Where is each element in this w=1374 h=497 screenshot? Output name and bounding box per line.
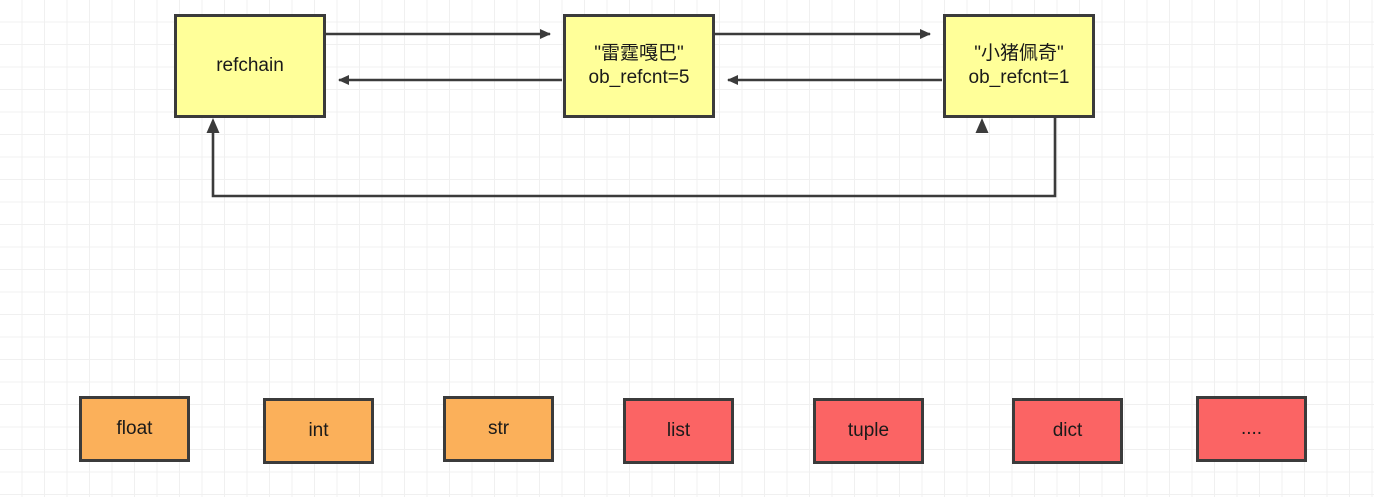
node-type-int-label: int [308,419,329,441]
node-type-int[interactable]: int [263,398,374,464]
node-xiaozhu-peiqi-refcnt: ob_refcnt=1 [968,67,1070,88]
node-xiaozhu-peiqi-value: "小猪佩奇" [974,42,1064,64]
node-refchain-label-line-1: refchain [216,54,284,76]
arrowhead-into-peiqi-bottom [975,118,989,133]
node-type-str-label: str [487,417,510,439]
node-type-float[interactable]: float [79,396,190,462]
node-xiaozhu-peiqi[interactable]: "小猪佩奇" ob_refcnt=1 [943,14,1095,118]
node-leiting-gaba[interactable]: "雷霆嘎巴" ob_refcnt=5 [563,14,715,118]
node-type-tuple[interactable]: tuple [813,398,924,464]
node-leiting-gaba-value: "雷霆嘎巴" [594,42,684,64]
arrowhead-into-refchain-bottom [206,118,220,133]
node-type-more[interactable]: .... [1196,396,1307,462]
node-type-dict-label: dict [1052,419,1083,441]
edge-peiqi-to-refchain-loop [211,118,1057,198]
node-type-list[interactable]: list [623,398,734,464]
node-type-str[interactable]: str [443,396,554,462]
node-type-float-label: float [116,417,153,439]
node-type-dict[interactable]: dict [1012,398,1123,464]
node-leiting-gaba-refcnt: ob_refcnt=5 [588,67,690,88]
node-type-tuple-label: tuple [847,419,890,441]
node-type-list-label: list [666,419,691,441]
node-type-more-label: .... [1240,417,1263,439]
node-refchain[interactable]: refchain [174,14,326,118]
